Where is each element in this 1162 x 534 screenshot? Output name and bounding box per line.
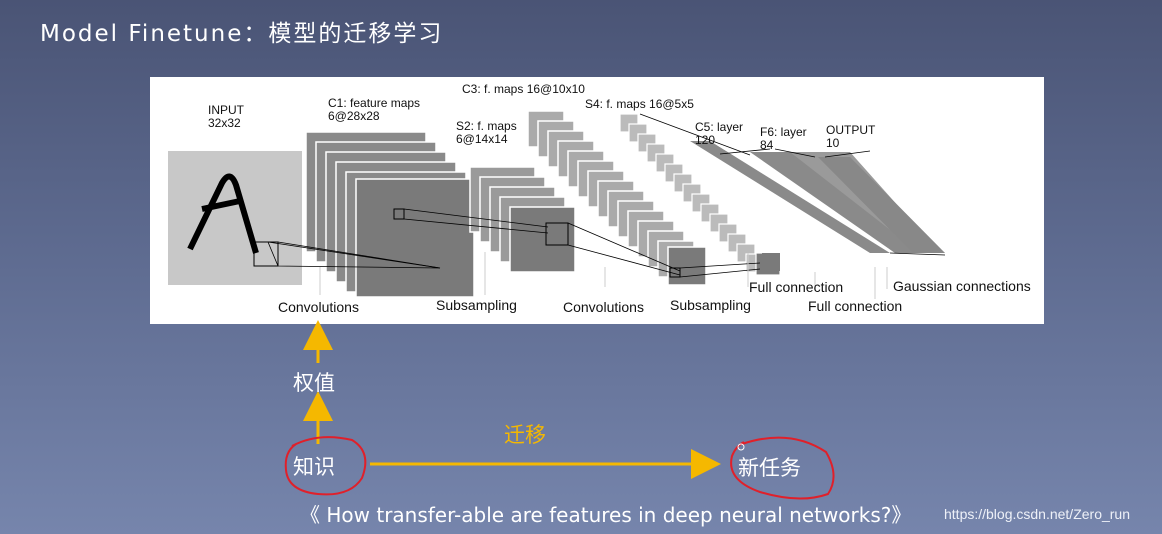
full-connection-label-1: Full connection bbox=[749, 279, 844, 295]
c3-label: C3: f. maps 16@10x10 bbox=[462, 82, 585, 96]
lenet-architecture-figure: INPUT 32x32 C1: feature maps 6@28x28 S2:… bbox=[150, 77, 1044, 324]
output-label: OUTPUT 10 bbox=[826, 123, 876, 150]
paper-citation: 《 How transfer-able are features in deep… bbox=[300, 503, 912, 527]
input-letter-a bbox=[187, 173, 259, 254]
convolutions-label-2: Convolutions bbox=[563, 299, 644, 315]
source-watermark: https://blog.csdn.net/Zero_run bbox=[944, 506, 1130, 522]
c1-label: C1: feature maps 6@28x28 bbox=[328, 96, 421, 123]
slide-title: Model Finetune：模型的迁移学习 bbox=[40, 21, 444, 47]
subsampling-label-1: Subsampling bbox=[436, 297, 517, 313]
c5-label: C5: layer 120 bbox=[695, 120, 744, 147]
s4-label: S4: f. maps 16@5x5 bbox=[585, 97, 694, 111]
f6-label: F6: layer 84 bbox=[760, 125, 807, 152]
s2-feature-maps bbox=[469, 166, 576, 273]
input-label: INPUT 32x32 bbox=[208, 103, 244, 130]
input-image bbox=[168, 151, 302, 285]
new-task-label: 新任务 bbox=[738, 456, 801, 480]
transfer-label: 迁移 bbox=[504, 423, 546, 447]
weights-label: 权值 bbox=[293, 371, 335, 395]
subsampling-label-2: Subsampling bbox=[670, 297, 751, 313]
c3-feature-maps bbox=[527, 110, 707, 286]
s2-label: S2: f. maps 6@14x14 bbox=[456, 119, 517, 146]
full-connection-label-2: Full connection bbox=[808, 298, 903, 314]
knowledge-circle bbox=[284, 436, 367, 496]
convolutions-label-1: Convolutions bbox=[278, 299, 359, 315]
c5-layer bbox=[690, 141, 890, 253]
output-layer bbox=[818, 157, 945, 253]
gaussian-connections-label: Gaussian connections bbox=[893, 278, 1031, 294]
c1-feature-maps bbox=[305, 131, 475, 298]
new-task-circle bbox=[730, 436, 835, 500]
lenet-diagram bbox=[168, 110, 946, 299]
knowledge-label: 知识 bbox=[293, 455, 335, 479]
